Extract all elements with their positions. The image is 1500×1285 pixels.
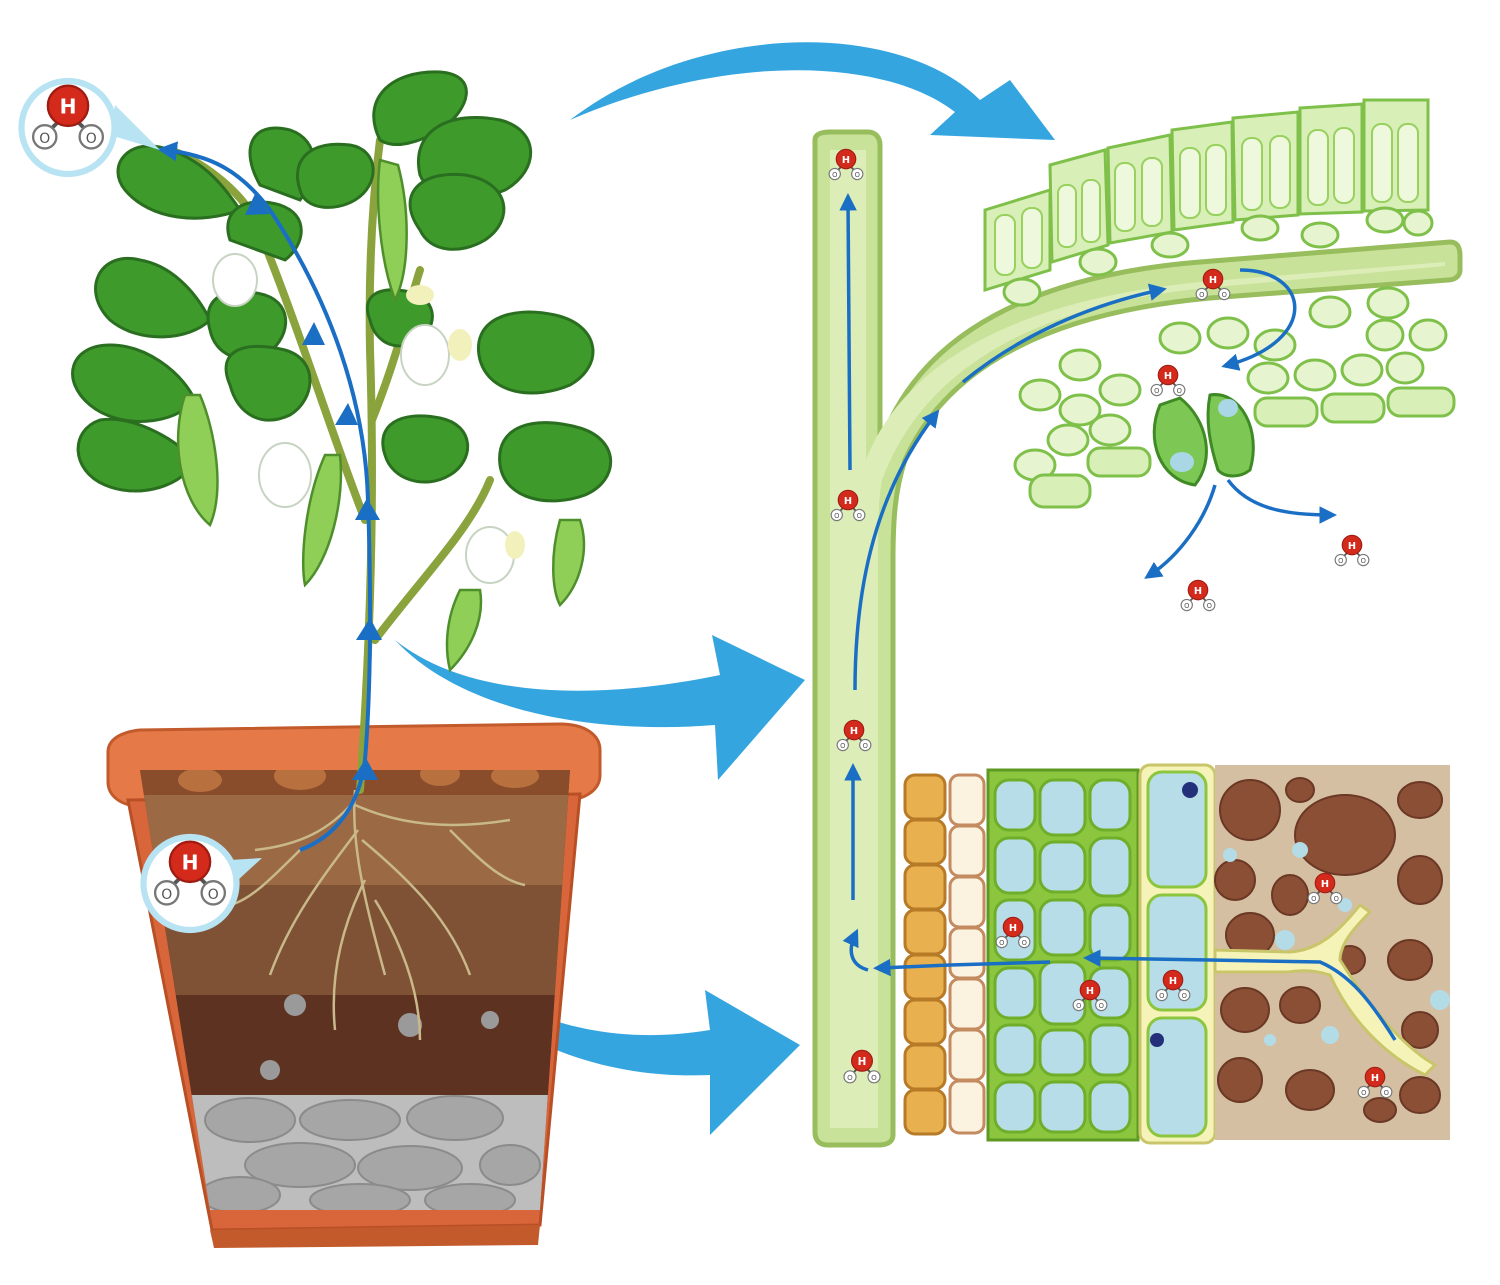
xylem-vessel — [812, 129, 1463, 1148]
plant — [71, 70, 613, 794]
oxygen-label: O — [1361, 1089, 1366, 1097]
hydrogen-label: H — [844, 496, 852, 507]
oxygen-label: O — [857, 512, 862, 520]
oxygen-label: O — [871, 1073, 877, 1082]
water-molecule-icon: HO O — [843, 1049, 881, 1084]
water-molecule-icon: HO O — [1195, 268, 1231, 301]
hydrogen-label: H — [858, 1056, 867, 1068]
oxygen-label: O — [1338, 557, 1343, 565]
oxygen-label: O — [1199, 291, 1204, 299]
oxygen-label: O — [1182, 992, 1187, 1000]
oxygen-label: O — [1361, 557, 1366, 565]
hydrogen-label: H — [1169, 976, 1177, 987]
hydrogen-label: H — [1009, 923, 1017, 934]
water-molecule-icon: HO O — [995, 916, 1031, 949]
water-molecule-icon: HO O — [1307, 872, 1343, 905]
xylem-flow-arrows — [839, 193, 1167, 972]
oxygen-label: O — [855, 171, 860, 179]
hydrogen-label: H — [1321, 879, 1329, 890]
oxygen-label: O — [999, 939, 1004, 947]
oxygen-label: O — [161, 887, 172, 903]
plant-flow-chevrons — [245, 194, 382, 780]
hydrogen-label: H — [842, 155, 850, 166]
oxygen-label: O — [847, 1073, 853, 1082]
stomata-guard-cells — [1152, 393, 1255, 487]
leaf-big-arrow — [570, 42, 1055, 140]
oxygen-label: O — [1334, 895, 1339, 903]
hydrogen-label: H — [1209, 275, 1217, 286]
oxygen-label: O — [39, 131, 50, 147]
oxygen-label: O — [1184, 602, 1189, 610]
water-molecule-icon: HO O — [836, 719, 872, 752]
water-molecule-icon: HO O — [140, 833, 240, 934]
hydrogen-label: H — [1194, 586, 1202, 597]
oxygen-label: O — [1222, 291, 1227, 299]
hydrogen-label: H — [850, 726, 858, 737]
oxygen-label: O — [208, 887, 219, 903]
water-molecule-icon: HO O — [1357, 1066, 1393, 1099]
oxygen-label: O — [1177, 387, 1182, 395]
water-molecule-icon: HO O — [830, 489, 866, 522]
hydrogen-label: H — [182, 851, 199, 875]
oxygen-label: O — [1207, 602, 1212, 610]
top-callout-pointer — [110, 105, 160, 150]
leaf-cross-section — [983, 98, 1456, 579]
big-arrows — [395, 42, 1055, 1135]
water-molecule-icon: HO O — [1072, 979, 1108, 1012]
oxygen-label: O — [1311, 895, 1316, 903]
oxygen-label: O — [840, 742, 845, 750]
root-hair — [1213, 902, 1438, 1077]
oxygen-label: O — [834, 512, 839, 520]
oxygen-label: O — [1099, 1002, 1104, 1010]
water-molecule-icon: HO O — [828, 148, 864, 181]
hydrogen-label: H — [1164, 371, 1172, 382]
oxygen-label: O — [863, 742, 868, 750]
hydrogen-label: H — [1348, 541, 1356, 552]
water-molecule-icon: HO O — [1180, 579, 1216, 612]
water-molecule-icon: HO O — [18, 77, 118, 178]
root-cross-section — [873, 763, 1450, 1145]
oxygen-label: O — [1384, 1089, 1389, 1097]
oxygen-label: O — [1159, 992, 1164, 1000]
hydrogen-label: H — [1086, 986, 1094, 997]
water-molecule-icon: HO O — [1155, 969, 1191, 1002]
oxygen-label: O — [1076, 1002, 1081, 1010]
hydrogen-label: H — [1371, 1073, 1379, 1084]
oxygen-label: O — [832, 171, 837, 179]
water-molecule-icon: HO O — [1334, 534, 1370, 567]
root-big-arrow — [425, 945, 800, 1135]
hydrogen-label: H — [60, 95, 77, 119]
oxygen-label: O — [86, 131, 97, 147]
water-molecule-icon: HO O — [1150, 364, 1186, 397]
stem-big-arrow — [395, 635, 805, 780]
oxygen-label: O — [1154, 387, 1159, 395]
oxygen-label: O — [1022, 939, 1027, 947]
